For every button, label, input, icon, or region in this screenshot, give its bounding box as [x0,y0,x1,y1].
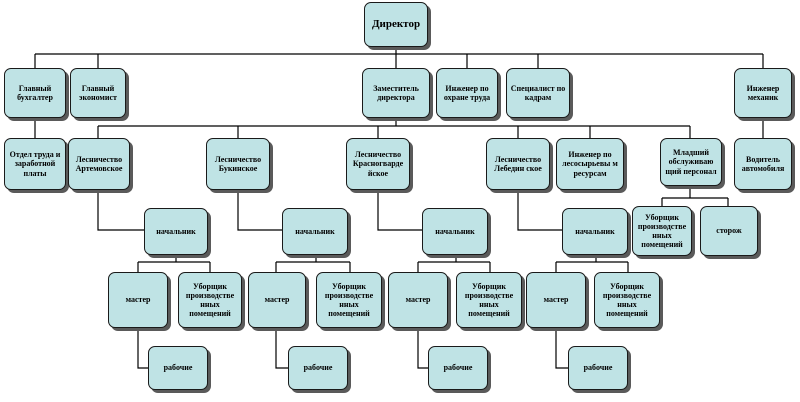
node-forest-resources-engineer: Инженер по лесосырьевы м ресурсам [556,138,624,190]
node-cleaner-1: Уборщик производстве нных помещений [178,272,242,328]
node-hr-specialist: Специалист по кадрам [506,68,570,118]
node-master-1: мастер [108,272,168,328]
node-chief-3: начальник [422,208,488,255]
node-director: Директор [364,2,428,47]
node-mechanic-engineer: Инженер механик [734,68,792,118]
node-chief-1: начальник [144,208,208,255]
node-master-2: мастер [248,272,306,328]
node-safety-engineer: Инженер по охране труда [436,68,498,118]
node-forestry-artemovskoe: Лесничество Артемовское [68,138,130,190]
node-workers-2: рабочие [288,346,348,390]
node-forestry-bukinskoe: Лесничество Букинское [206,138,270,190]
node-workers-1: рабочие [148,346,208,390]
node-master-3: мастер [388,272,448,328]
node-chief-2: начальник [282,208,348,255]
node-chief-accountant: Главный бухгалтер [4,68,66,118]
node-car-driver: Водитель автомобиля [734,138,792,190]
node-junior-service-staff: Младший обслуживаю щий персонал [660,138,722,186]
node-deputy-director: Заместитель директора [362,68,430,118]
node-workers-3: рабочие [428,346,488,390]
node-forestry-lebedin: Лесничество Лебедин ское [486,138,550,190]
node-cleaner-2: Уборщик производстве нных помещений [316,272,382,328]
node-watchman: сторож [700,206,758,256]
node-workers-4: рабочие [568,346,628,390]
node-cleaner-service: Уборщик производстве нных помещений [632,206,692,256]
node-chief-economist: Главный экономист [70,68,126,118]
node-chief-4: начальник [562,208,628,255]
node-cleaner-4: Уборщик производстве нных помещений [594,272,660,328]
node-master-4: мастер [526,272,586,328]
node-forestry-krasnogvard: Лесничество Красногварде йское [346,138,410,190]
node-cleaner-3: Уборщик производстве нных помещений [456,272,522,328]
node-labor-wages-dept: Отдел труда и заработной платы [4,138,66,190]
